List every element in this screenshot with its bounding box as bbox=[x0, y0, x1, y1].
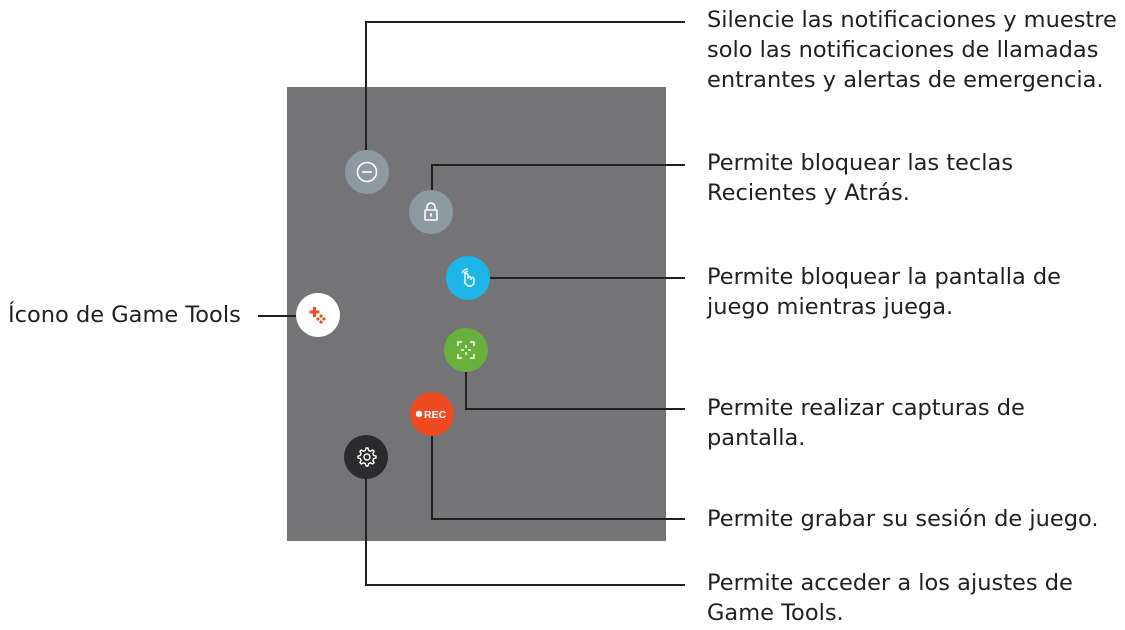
game-tools-label: Ícono de Game Tools bbox=[8, 302, 241, 328]
game-tools-button[interactable] bbox=[296, 293, 340, 337]
screenshot-icon bbox=[457, 341, 475, 359]
leader-line-screenshot bbox=[465, 372, 685, 410]
callout-screenshot: Permite realizar capturas de pantalla. bbox=[707, 395, 1025, 451]
record-icon: REC bbox=[415, 409, 447, 421]
callout-settings: Permite acceder a los ajustes de Game To… bbox=[707, 570, 1073, 626]
touch-lock-icon bbox=[461, 268, 475, 287]
leader-line-no-alerts bbox=[365, 21, 685, 150]
touch-lock-button[interactable] bbox=[446, 256, 490, 300]
callout-record: Permite grabar su sesión de juego. bbox=[707, 506, 1099, 532]
record-label: REC bbox=[424, 409, 447, 421]
no-alerts-button[interactable] bbox=[345, 150, 389, 194]
settings-button[interactable] bbox=[344, 435, 388, 479]
screenshot-button[interactable] bbox=[444, 328, 488, 372]
leader-line-settings bbox=[365, 478, 685, 586]
leader-line-record bbox=[431, 430, 685, 520]
callout-lock-keys: Permite bloquear las teclas Recientes y … bbox=[707, 150, 1014, 206]
game-tools-icon bbox=[309, 307, 326, 324]
no-alerts-icon bbox=[356, 161, 378, 183]
lock-keys-button[interactable] bbox=[409, 190, 453, 234]
callout-touch-lock: Permite bloquear la pantalla de juego mi… bbox=[707, 264, 1062, 320]
callout-no-alerts: Silencie las notificaciones y muestre so… bbox=[707, 7, 1117, 93]
record-button[interactable]: REC bbox=[410, 392, 454, 436]
settings-icon bbox=[357, 447, 377, 467]
lock-icon bbox=[424, 202, 438, 221]
leader-line-lock bbox=[431, 164, 685, 190]
